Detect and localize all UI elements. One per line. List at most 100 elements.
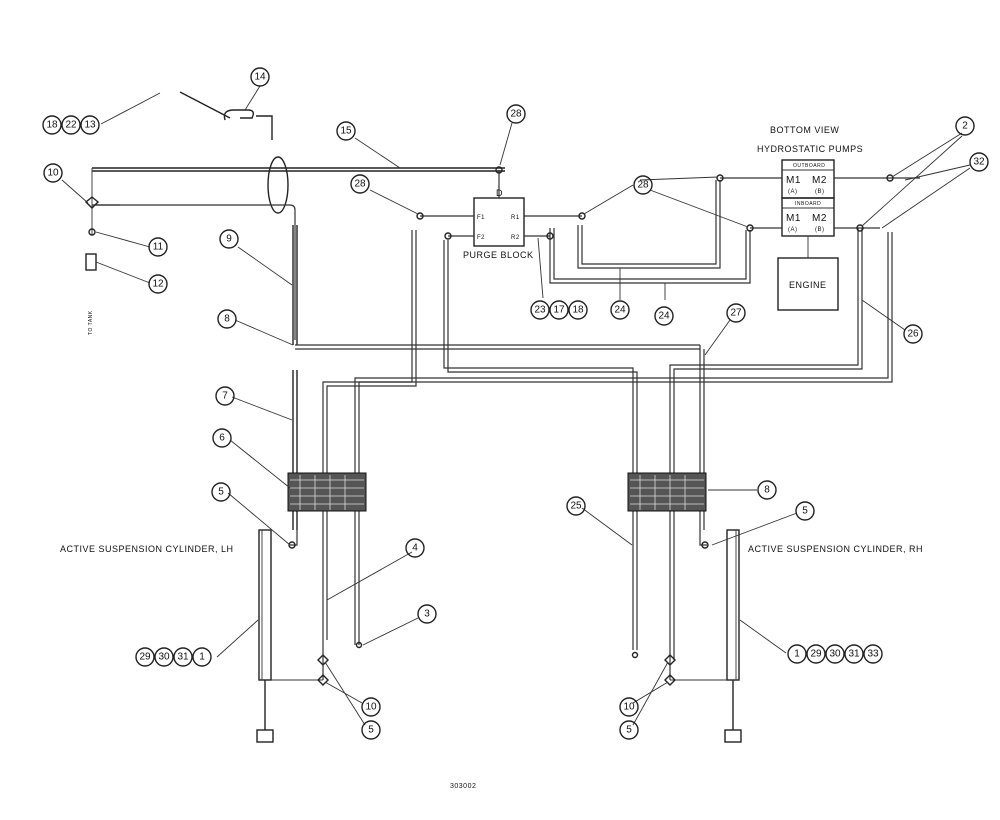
callout-28-left: 28 bbox=[354, 179, 366, 190]
engine: ENGINE bbox=[777, 257, 839, 311]
clamp-rh bbox=[627, 472, 707, 512]
callout-1b: 1 bbox=[794, 649, 800, 660]
clamp-lh bbox=[287, 472, 367, 512]
callout-12: 12 bbox=[152, 279, 164, 290]
callout-26: 26 bbox=[907, 329, 919, 340]
callout-11: 11 bbox=[153, 242, 164, 253]
fitting-28f bbox=[716, 174, 724, 182]
callout-10-rh: 10 bbox=[623, 702, 635, 713]
callout-1-29-30-31-33: 1 29 30 31 33 bbox=[787, 644, 883, 664]
port-f2: F2 bbox=[477, 235, 485, 241]
callout-25: 25 bbox=[570, 501, 582, 512]
callout-4: 4 bbox=[412, 543, 418, 554]
fitting-28b bbox=[444, 232, 452, 240]
callout-15: 15 bbox=[340, 126, 352, 137]
bottom-tee-lh bbox=[317, 640, 363, 686]
leader-lines bbox=[61, 85, 971, 726]
fitting-28c bbox=[578, 212, 586, 220]
pump-m2-outboard-sub: (B) bbox=[815, 189, 825, 195]
callouts: 18 22 13 14 15 28 10 28 28 2 32 11 12 9 … bbox=[42, 67, 989, 740]
callout-14: 14 bbox=[254, 72, 266, 83]
purge-block-label: PURGE BLOCK bbox=[463, 250, 534, 260]
callout-7: 7 bbox=[222, 391, 228, 402]
hose-lh-f1 bbox=[322, 230, 417, 640]
callout-28-right: 28 bbox=[637, 180, 649, 191]
callout-18: 18 bbox=[46, 120, 58, 131]
inboard-label: INBOARD bbox=[795, 201, 821, 207]
tee-10 bbox=[84, 196, 100, 209]
bottom-tee-rh bbox=[631, 651, 676, 686]
pump-m2-inboard-sub: (B) bbox=[815, 227, 825, 233]
callout-1: 1 bbox=[199, 652, 205, 663]
callout-9: 9 bbox=[226, 234, 232, 245]
bottom-view-label: BOTTOM VIEW bbox=[770, 125, 839, 135]
fitting-11 bbox=[88, 228, 96, 236]
callout-5-rh-bottom: 5 bbox=[626, 725, 632, 736]
callout-30b: 30 bbox=[829, 649, 841, 660]
callout-29-30-31-1: 29 30 31 1 bbox=[135, 647, 212, 667]
callout-24-a: 24 bbox=[614, 305, 626, 316]
callout-30: 30 bbox=[158, 652, 170, 663]
callout-10-top: 10 bbox=[47, 168, 59, 179]
fitting-28e bbox=[495, 166, 503, 174]
callout-18b: 18 bbox=[572, 305, 584, 316]
sensor-12 bbox=[85, 253, 97, 271]
hose-top-long bbox=[92, 167, 505, 172]
callout-2: 2 bbox=[962, 121, 968, 132]
callout-6: 6 bbox=[219, 433, 225, 444]
fitting-28g bbox=[746, 224, 754, 232]
callout-29: 29 bbox=[139, 652, 151, 663]
callout-5-lh-bottom: 5 bbox=[368, 725, 374, 736]
pump-m2-inboard: M2 bbox=[812, 213, 827, 224]
callout-5-lh: 5 bbox=[218, 487, 224, 498]
cylinder-lh bbox=[256, 529, 323, 743]
sensor-14 bbox=[179, 91, 273, 140]
callout-10-lh: 10 bbox=[365, 702, 377, 713]
callout-5-rh: 5 bbox=[802, 506, 808, 517]
pump-m1-outboard-sub: (A) bbox=[788, 189, 798, 195]
pump-m1-inboard: M1 bbox=[786, 213, 801, 224]
cylinder-rh bbox=[670, 529, 742, 743]
port-d: D bbox=[496, 188, 503, 198]
callout-24-b: 24 bbox=[658, 311, 670, 322]
callout-8-right: 8 bbox=[764, 485, 770, 496]
hose-24 bbox=[549, 180, 751, 300]
fitting-2a bbox=[886, 174, 894, 182]
callout-31: 31 bbox=[177, 652, 189, 663]
engine-label: ENGINE bbox=[789, 280, 827, 290]
callout-17: 17 bbox=[553, 305, 565, 316]
callout-33: 33 bbox=[867, 649, 879, 660]
callout-28-top: 28 bbox=[510, 109, 522, 120]
callout-3: 3 bbox=[424, 609, 430, 620]
port-f1: F1 bbox=[477, 215, 485, 221]
hose-loop bbox=[92, 156, 296, 340]
port-r1: R1 bbox=[511, 215, 520, 221]
to-tank-label: TO TANK bbox=[88, 310, 94, 335]
fitting-28a bbox=[416, 212, 424, 220]
callout-22: 22 bbox=[65, 120, 77, 131]
purge-block: D F1 F2 R1 R2 PURGE BLOCK bbox=[420, 170, 582, 260]
pump-m1-outboard: M1 bbox=[786, 175, 801, 186]
callout-23: 23 bbox=[534, 305, 546, 316]
callout-29b: 29 bbox=[810, 649, 822, 660]
hydrostatic-pumps-label: HYDROSTATIC PUMPS bbox=[757, 144, 863, 154]
callout-8-left: 8 bbox=[224, 314, 230, 325]
callout-27: 27 bbox=[730, 308, 742, 319]
callout-23-17-18: 23 17 18 bbox=[530, 300, 588, 320]
callout-18-22-13: 18 22 13 bbox=[42, 115, 100, 135]
port-r2: R2 bbox=[511, 235, 520, 241]
hose-27 bbox=[354, 232, 893, 645]
cylinder-rh-label: ACTIVE SUSPENSION CYLINDER, RH bbox=[748, 544, 923, 554]
hose-26 bbox=[669, 228, 863, 660]
fitting-2b bbox=[856, 224, 864, 232]
hydrostatic-pumps: OUTBOARD INBOARD M1 M2 (A) (B) M1 M2 (A)… bbox=[781, 159, 835, 258]
drawing-number: 303002 bbox=[450, 783, 476, 790]
callout-31b: 31 bbox=[848, 649, 860, 660]
cylinder-lh-label: ACTIVE SUSPENSION CYLINDER, LH bbox=[60, 544, 234, 554]
outboard-label: OUTBOARD bbox=[793, 163, 825, 169]
fitting-28d bbox=[546, 232, 554, 240]
pump-m2-outboard: M2 bbox=[812, 175, 827, 186]
callout-13: 13 bbox=[84, 120, 96, 131]
